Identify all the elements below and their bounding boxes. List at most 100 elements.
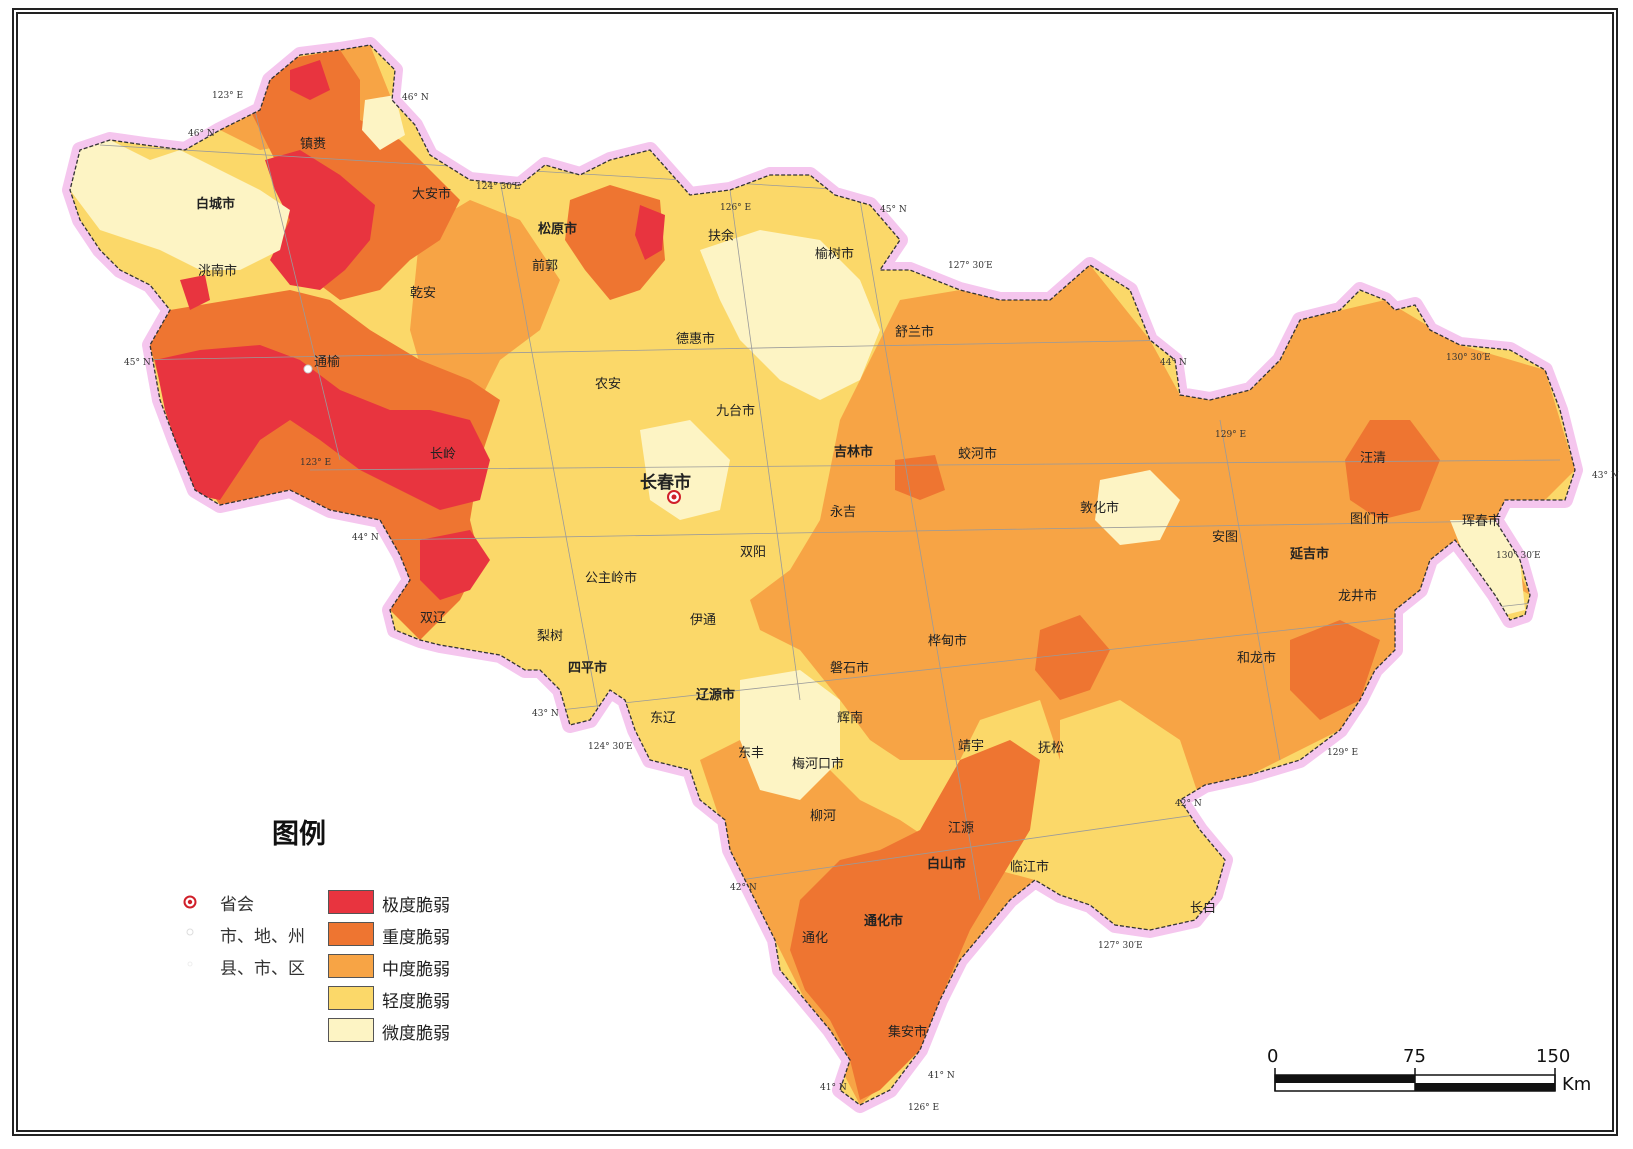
county-label: 蛟河市 xyxy=(958,446,997,462)
legend-swatch xyxy=(328,922,374,946)
legend-class-label: 中度脆弱 xyxy=(382,960,450,980)
zone-extreme-top xyxy=(290,60,330,100)
county-label: 梅河口市 xyxy=(792,756,844,772)
legend-class-label: 重度脆弱 xyxy=(382,928,450,948)
county-label: 抚松 xyxy=(1038,741,1064,756)
scale-bar-segment-bottom xyxy=(1415,1083,1555,1091)
zone-minor-hunchun xyxy=(1450,520,1525,615)
county-label: 和龙市 xyxy=(1237,650,1276,666)
county-label: 东辽 xyxy=(650,711,676,726)
county-label: 安图 xyxy=(1212,530,1238,545)
county-label: 龙井市 xyxy=(1338,588,1377,604)
county-label: 柳河 xyxy=(810,809,836,824)
zone-severe-helong xyxy=(1290,620,1380,720)
prefecture-label: 松原市 xyxy=(538,221,577,237)
county-label: 靖宇 xyxy=(958,739,984,754)
county-label: 永吉 xyxy=(830,505,856,520)
graticule-label: 41° N xyxy=(928,1071,955,1081)
legend-title: 图例 xyxy=(272,819,326,850)
graticule-line xyxy=(129,339,1181,361)
county-label: 德惠市 xyxy=(676,331,715,347)
county-label: 桦甸市 xyxy=(928,633,967,649)
legend-swatch xyxy=(328,890,374,914)
zone-moderate-west xyxy=(410,200,560,420)
graticule-label: 130° 30′E xyxy=(1496,551,1541,561)
graticule-label: 126° E xyxy=(720,203,751,213)
county-label: 临江市 xyxy=(1010,859,1049,875)
zone-extreme-west xyxy=(155,345,490,510)
county-label: 通化 xyxy=(802,931,828,946)
zone-minor-north-center xyxy=(700,230,880,400)
graticule-label: 127° 30′E xyxy=(948,261,993,271)
graticule-label: 123° E xyxy=(212,91,243,101)
graticule-line xyxy=(249,89,341,461)
county-label: 集安市 xyxy=(888,1024,927,1040)
scale-bar-segment-top xyxy=(1275,1075,1415,1083)
graticule-label: 130° 30′E xyxy=(1446,353,1491,363)
graticule-line xyxy=(379,519,1561,541)
county-label: 梨树 xyxy=(537,629,563,644)
zone-severe-huadian xyxy=(1035,615,1110,700)
prefecture-label: 四平市 xyxy=(568,660,607,676)
graticule-line xyxy=(309,459,1561,471)
county-label: 长岭 xyxy=(430,447,456,462)
graticule-label: 126° E xyxy=(908,1103,939,1113)
county-label: 榆树市 xyxy=(815,246,854,262)
zone-minor-south xyxy=(740,670,840,800)
prefecture-label: 辽源市 xyxy=(696,687,735,703)
capital-label: 长春市 xyxy=(640,472,691,493)
graticule-label: 43° N xyxy=(532,709,559,719)
county-label: 通榆 xyxy=(314,355,340,370)
graticule-label: 42° N xyxy=(730,883,757,893)
county-label: 农安 xyxy=(595,377,621,392)
zone-minor-dunhua xyxy=(1095,470,1180,545)
map-labels: 长春市白城市松原市吉林市四平市辽源市延吉市白山市通化市镇赉大安市洮南市乾安通榆前… xyxy=(196,137,1501,1040)
legend-symbol-county: 县、市、区 xyxy=(220,959,305,979)
map-frame xyxy=(12,8,1618,1136)
county-label: 镇赉 xyxy=(300,137,326,152)
scale-tick-label-150: 150 xyxy=(1536,1046,1571,1067)
legend-symbol-capital: 省会 xyxy=(220,895,254,915)
zone-extreme-patch xyxy=(180,275,210,310)
graticule-label: 129° E xyxy=(1327,748,1358,758)
county-label: 珲春市 xyxy=(1462,513,1501,529)
zone-minor-north-top xyxy=(362,95,405,150)
graticule-label: 42° N xyxy=(1175,799,1202,809)
graticule-line xyxy=(729,189,801,701)
county-label: 图们市 xyxy=(1350,511,1389,527)
prefecture-label: 白城市 xyxy=(196,196,235,212)
county-label: 公主岭市 xyxy=(585,570,637,586)
graticule-label: 124° 30′E xyxy=(476,182,521,192)
county-label: 洮南市 xyxy=(198,263,237,279)
graticule-line xyxy=(1219,419,1281,761)
county-label: 九台市 xyxy=(716,403,755,419)
legend-class-label: 极度脆弱 xyxy=(382,896,450,916)
county-label: 舒兰市 xyxy=(895,324,934,340)
graticule-label: 44° N xyxy=(1160,358,1187,368)
legend-swatch xyxy=(328,954,374,978)
prefecture-label: 吉林市 xyxy=(834,444,873,460)
county-label: 扶余 xyxy=(708,228,734,244)
county-label: 前郭 xyxy=(532,258,558,274)
county-label: 敦化市 xyxy=(1080,500,1119,516)
graticule-line xyxy=(559,599,1561,711)
zone-extreme-north xyxy=(265,150,375,290)
capital-marker-dot xyxy=(671,494,677,500)
legend-symbol-city: 市、地、州 xyxy=(220,927,305,947)
graticule-label: 129° E xyxy=(1215,430,1246,440)
zone-light-changbai xyxy=(1060,700,1200,905)
scale-bar xyxy=(1274,1068,1556,1092)
zone-extreme-songyuan xyxy=(635,205,665,260)
county-label: 汪清 xyxy=(1360,451,1386,466)
graticule-label: 127° 30′E xyxy=(1098,941,1143,951)
legend-class-label: 轻度脆弱 xyxy=(382,992,450,1012)
graticule-label: 46° N xyxy=(188,129,215,139)
prefecture-label: 通化市 xyxy=(864,913,903,929)
prefecture-label: 延吉市 xyxy=(1289,546,1329,562)
graticule-label: 123° E xyxy=(300,458,331,468)
county-label: 双阳 xyxy=(740,545,766,560)
graticule-label: 46° N xyxy=(402,93,429,103)
scale-unit: Km xyxy=(1562,1074,1592,1095)
